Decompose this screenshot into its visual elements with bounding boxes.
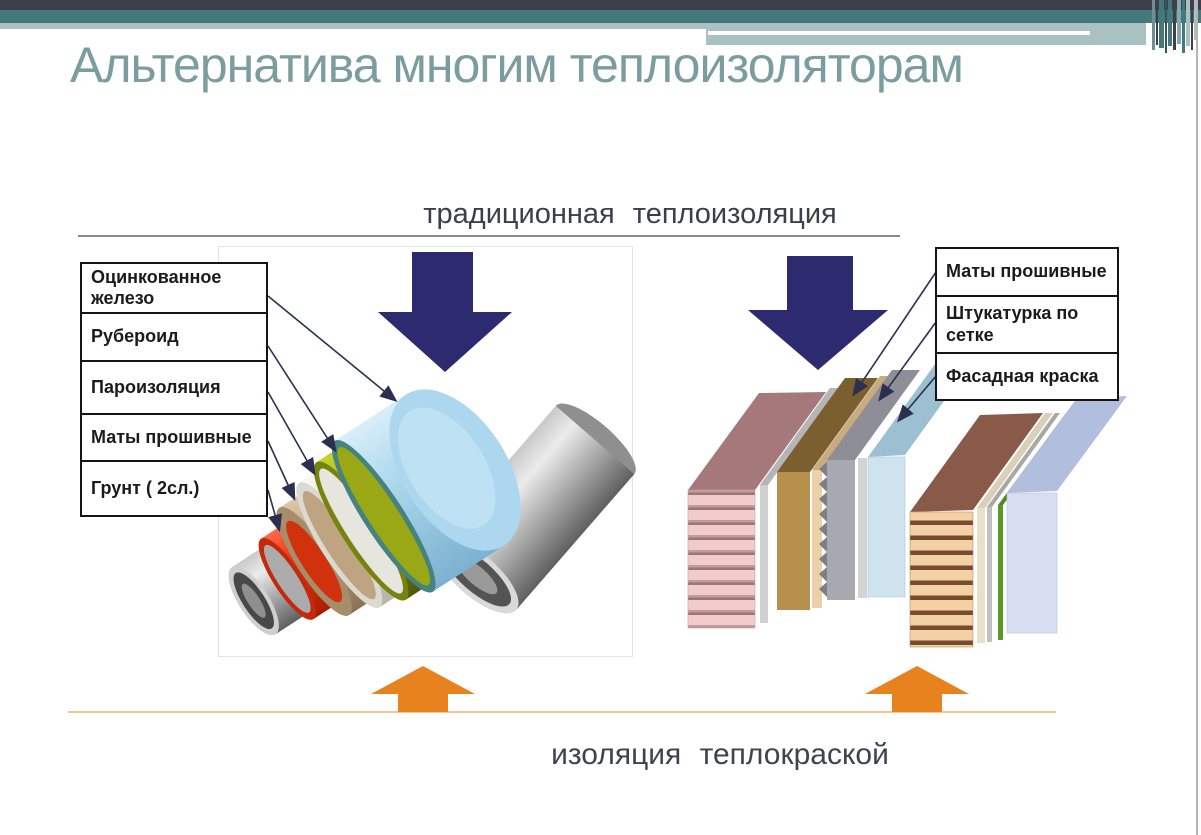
pipe-layer-label-box: Пароизоляция xyxy=(80,360,268,415)
bottom-divider-line xyxy=(68,711,1056,713)
pipe-layer-label-box: Грунт ( 2сл.) xyxy=(80,460,268,517)
insulated-wall-illustration xyxy=(687,358,975,629)
wall-layer-label-box: Фасадная краска xyxy=(935,352,1119,401)
right-edge-line xyxy=(1196,0,1198,835)
thermal-paint-wall-illustration xyxy=(909,396,1127,648)
header-white-line xyxy=(708,31,1090,35)
wall-layer-label-box: Штукатурка по сетке xyxy=(935,295,1119,354)
wall-layer-label-box: Маты прошивные xyxy=(935,247,1119,297)
top-caption: традиционная теплоизоляция xyxy=(423,198,837,230)
header-bar-dark xyxy=(0,0,1201,10)
pipe-layer-label-box: Оцинкованное железо xyxy=(80,262,268,314)
bottom-caption: изоляция теплокраской xyxy=(551,738,889,771)
wall-label-connectors xyxy=(852,271,937,423)
header-strip-light xyxy=(0,23,712,29)
down-arrow-left-icon xyxy=(378,252,512,372)
insulated-pipe-illustration xyxy=(228,389,521,636)
top-divider-line xyxy=(78,235,900,237)
pipe-layer-label-box: Маты прошивные xyxy=(80,413,268,462)
pipe-label-connectors xyxy=(267,295,398,533)
pipe-layer-labels: Оцинкованное железо Рубероид Пароизоляци… xyxy=(80,262,268,517)
pipe-layer-label-box: Рубероид xyxy=(80,312,268,362)
up-arrow-left-icon xyxy=(371,666,475,712)
slide-title: Альтернатива многим теплоизоляторам xyxy=(70,37,964,93)
header-bar-teal xyxy=(0,10,1201,23)
down-arrow-right-icon xyxy=(748,256,888,370)
up-arrow-right-icon xyxy=(865,666,969,712)
wall-layer-labels: Маты прошивные Штукатурка по сетке Фасад… xyxy=(935,247,1119,401)
